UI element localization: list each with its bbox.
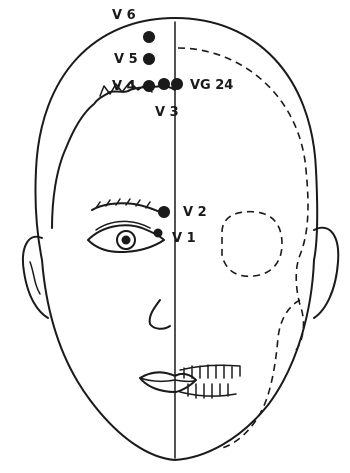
point-v4 [143, 80, 155, 92]
label-vg24: VG 24 [190, 79, 233, 92]
point-vg24 [171, 78, 183, 90]
label-v5: V 5 [114, 53, 138, 66]
point-v6 [143, 31, 155, 43]
right-ear [314, 228, 338, 318]
left-ear-inner [30, 262, 40, 294]
point-v1 [154, 229, 163, 238]
point-v3 [158, 78, 170, 90]
point-v5 [143, 53, 155, 65]
skull-outline-dashed [178, 48, 308, 350]
label-v2: V 2 [183, 206, 207, 219]
teeth-lower [180, 384, 236, 398]
lip-line [140, 378, 196, 382]
label-v6: V 6 [112, 9, 136, 22]
orbit-dashed [222, 212, 282, 277]
label-v3: V 3 [155, 106, 179, 119]
point-v2 [158, 206, 170, 218]
label-v1: V 1 [172, 232, 196, 245]
jaw-outline-dashed [222, 300, 300, 448]
label-v4: V 4 [112, 80, 136, 93]
eyebrow [92, 203, 164, 214]
pupil [122, 236, 131, 245]
nose [150, 300, 170, 329]
